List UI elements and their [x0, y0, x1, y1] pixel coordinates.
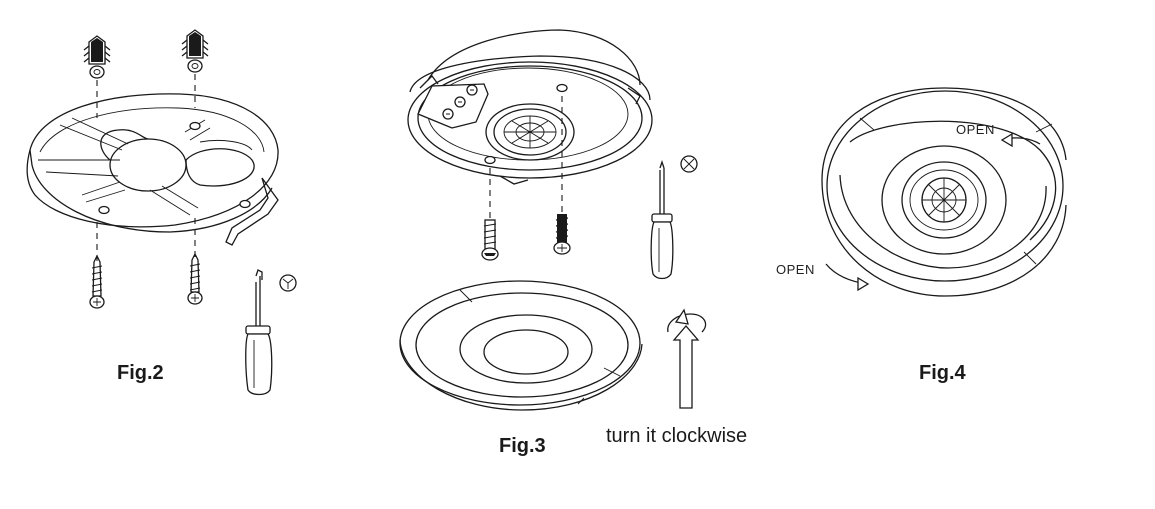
fig2-mounting-plate	[26, 93, 279, 246]
curved-arrow-icon	[825, 132, 1041, 292]
fig3-cover	[399, 280, 643, 411]
fig3-instruction: turn it clockwise	[606, 425, 748, 447]
wall-anchor-icon	[83, 35, 111, 79]
wall-anchor-icon	[181, 29, 209, 73]
y-screwdriver-icon	[245, 269, 297, 396]
open-label-top: OPEN	[956, 122, 995, 137]
screw-icon	[553, 214, 571, 255]
fig2-label: Fig.2	[117, 362, 164, 384]
cross-screwdriver-icon	[650, 155, 698, 280]
fig2-wall-anchors	[83, 29, 209, 118]
open-label-left: OPEN	[776, 262, 815, 277]
fig3-label: Fig.3	[499, 435, 546, 457]
screw-icon	[89, 254, 105, 309]
fig4-label: Fig.4	[919, 362, 966, 384]
fig4-sensor-assembled	[821, 87, 1067, 297]
fig3-sensor-body	[407, 29, 653, 185]
fig3-screws	[481, 96, 571, 261]
rotate-clockwise-arrow-icon	[667, 308, 707, 409]
screw-icon	[187, 252, 203, 305]
fig2-screws	[89, 218, 203, 309]
screw-icon	[481, 219, 499, 261]
